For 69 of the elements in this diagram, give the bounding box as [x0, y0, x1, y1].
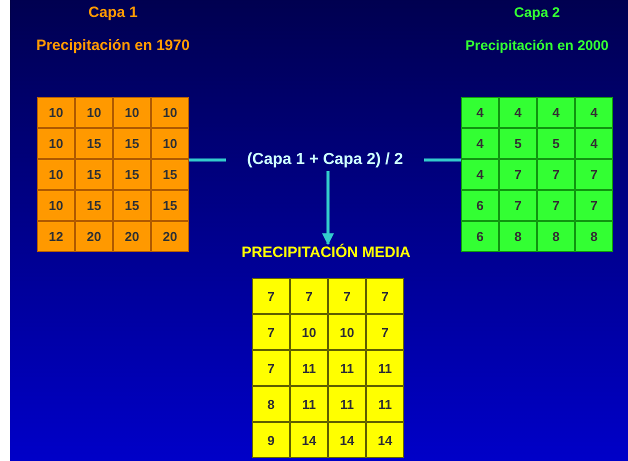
grid-cell: 4 [575, 128, 613, 159]
grid-cell: 10 [37, 128, 75, 159]
grid-cell: 15 [113, 128, 151, 159]
connector-line [189, 158, 226, 162]
grid-cell: 10 [37, 159, 75, 190]
grid-cell: 8 [575, 221, 613, 252]
grid-cell: 7 [252, 314, 290, 350]
grid-cell: 11 [328, 350, 366, 386]
formula-text: (Capa 1 + Capa 2) / 2 [226, 149, 424, 171]
grid-cell: 15 [75, 159, 113, 190]
grid-cell: 15 [151, 190, 189, 221]
grid-cell: 8 [252, 386, 290, 422]
grid-cell: 10 [328, 314, 366, 350]
grid-cell: 15 [113, 190, 151, 221]
grid-cell: 7 [575, 159, 613, 190]
grid-cell: 15 [113, 159, 151, 190]
grid-cell: 11 [290, 386, 328, 422]
grid-cell: 7 [252, 278, 290, 314]
grid-cell: 7 [537, 159, 575, 190]
grid-heading: Precipitación en 2000 [464, 37, 610, 53]
grid-cell: 7 [252, 350, 290, 386]
grid-cell: 4 [575, 97, 613, 128]
grid-cell: 9 [252, 422, 290, 458]
grid-cell: 10 [37, 190, 75, 221]
grid-cell: 4 [461, 128, 499, 159]
grid-cell: 7 [366, 278, 404, 314]
grid-cell: 10 [37, 97, 75, 128]
grid-cell: 15 [75, 190, 113, 221]
grid-cell: 6 [461, 221, 499, 252]
grid-cell: 14 [290, 422, 328, 458]
grid-cell: 8 [537, 221, 575, 252]
grid-cell: 4 [499, 97, 537, 128]
grid-heading: PRECIPITACIÓN MEDIA [240, 244, 412, 261]
grid-cell: 7 [537, 190, 575, 221]
grid-cell: 20 [113, 221, 151, 252]
grid-cell: 5 [537, 128, 575, 159]
grid-cell: 14 [328, 422, 366, 458]
grid-cell: 7 [499, 190, 537, 221]
grid-heading: Capa 2 [513, 4, 561, 20]
grid-cell: 11 [328, 386, 366, 422]
grid-cell: 14 [366, 422, 404, 458]
grid-cell: 8 [499, 221, 537, 252]
grid-cell: 4 [537, 97, 575, 128]
grid-cell: 7 [366, 314, 404, 350]
grid-cell: 6 [461, 190, 499, 221]
grid-cell: 10 [113, 97, 151, 128]
grid-cell: 11 [366, 350, 404, 386]
arrow [322, 171, 334, 246]
grid-cell: 4 [461, 97, 499, 128]
grid-cell: 10 [290, 314, 328, 350]
grid-heading: Capa 1 [87, 4, 139, 21]
grid-cell: 4 [461, 159, 499, 190]
grid-cell: 5 [499, 128, 537, 159]
grid-cell: 7 [290, 278, 328, 314]
grid-cell: 10 [151, 97, 189, 128]
grid-cell: 20 [75, 221, 113, 252]
grid-cell: 20 [151, 221, 189, 252]
connector-line [424, 158, 461, 162]
grid-cell: 15 [75, 128, 113, 159]
grid-cell: 7 [499, 159, 537, 190]
grid-cell: 12 [37, 221, 75, 252]
grid-cell: 7 [575, 190, 613, 221]
grid-cell: 10 [151, 128, 189, 159]
grid-cell: 11 [290, 350, 328, 386]
grid-cell: 10 [75, 97, 113, 128]
grid-cell: 15 [151, 159, 189, 190]
grid-cell: 11 [366, 386, 404, 422]
grid-heading: Precipitación en 1970 [35, 37, 191, 54]
grid-cell: 7 [328, 278, 366, 314]
